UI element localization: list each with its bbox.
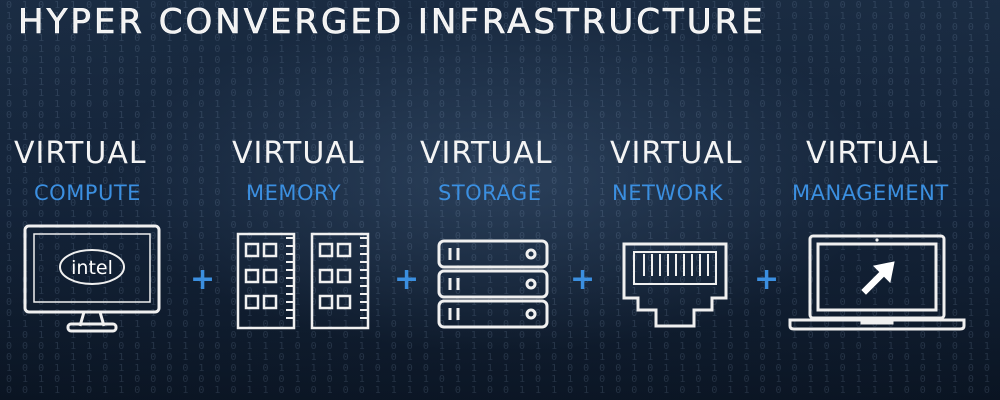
binary-column: 010001011001100010100011001001100100 (6, 0, 13, 396)
plus-operator-1: + (190, 262, 216, 297)
binary-column: 010000001110100000111001000100010111 (551, 0, 558, 396)
binary-column: 001000001110010010110000101101100011 (727, 0, 734, 396)
binary-column: 011001110101000100101010101111011011 (374, 0, 381, 396)
diagram-title: HYPER CONVERGED INFRASTRUCTURE (18, 2, 766, 43)
binary-column: 110110011100010010110101001111011000 (967, 0, 974, 396)
binary-column: 110100100000100001010110111000111001 (182, 0, 189, 396)
plus-operator-4: + (754, 262, 780, 297)
binary-column: 010011101010011111110001000100000011 (951, 0, 958, 396)
label-virtual-compute: VIRTUAL (14, 136, 147, 171)
label-memory: MEMORY (246, 181, 342, 205)
binary-column: 100100010100101100000011100001000010 (22, 0, 29, 396)
binary-column: 101111111011100101001100010001100000 (759, 0, 766, 396)
binary-column: 011101000010011001011010001110000100 (198, 0, 205, 396)
server-stack-icon (436, 238, 550, 330)
binary-column: 111010010000111001000110110111010010 (342, 0, 349, 396)
label-virtual-memory: VIRTUAL (232, 136, 365, 171)
intel-badge: intel (71, 257, 113, 279)
label-compute: COMPUTE (34, 181, 141, 205)
binary-column: 011000000111101110001111110010100001 (214, 0, 221, 396)
binary-column: 000111000000000001011101001010010000 (166, 0, 173, 396)
binary-column: 110001001010000101111001100111001011 (406, 0, 413, 396)
monitor-icon: intel (22, 222, 162, 334)
binary-column: 011100000011000000000100110001010101 (743, 0, 750, 396)
binary-column: 000010000111001111110010100110110000 (150, 0, 157, 396)
binary-column: 011100001001011010000010010100011010 (775, 0, 782, 396)
binary-column: 100101000111011011110110011110000011 (390, 0, 397, 396)
binary-column: 101101011101100111010000101100001001 (599, 0, 606, 396)
label-virtual-network: VIRTUAL (610, 136, 743, 171)
binary-column: 000011101100000110000010111110100010 (567, 0, 574, 396)
binary-column: 110111010011010110100000000110011010 (983, 0, 990, 396)
label-storage: STORAGE (438, 181, 542, 205)
label-virtual-storage: VIRTUAL (420, 136, 553, 171)
plus-operator-3: + (570, 262, 596, 297)
plus-operator-2: + (394, 262, 420, 297)
ethernet-port-icon (620, 240, 730, 332)
laptop-cursor-icon (786, 232, 968, 332)
binary-column: 100011100111101111110110000000000000 (230, 0, 237, 396)
label-virtual-management: VIRTUAL (806, 136, 939, 171)
memory-modules-icon (234, 230, 374, 332)
binary-column: 100001011010111001101010000001111001 (583, 0, 590, 396)
label-network: NETWORK (612, 181, 723, 205)
label-management: MANAGEMENT (792, 181, 949, 205)
binary-column: 101110110010101101011010000111100010 (422, 0, 429, 396)
binary-column: 101100011101000011010001011111110110 (358, 0, 365, 396)
